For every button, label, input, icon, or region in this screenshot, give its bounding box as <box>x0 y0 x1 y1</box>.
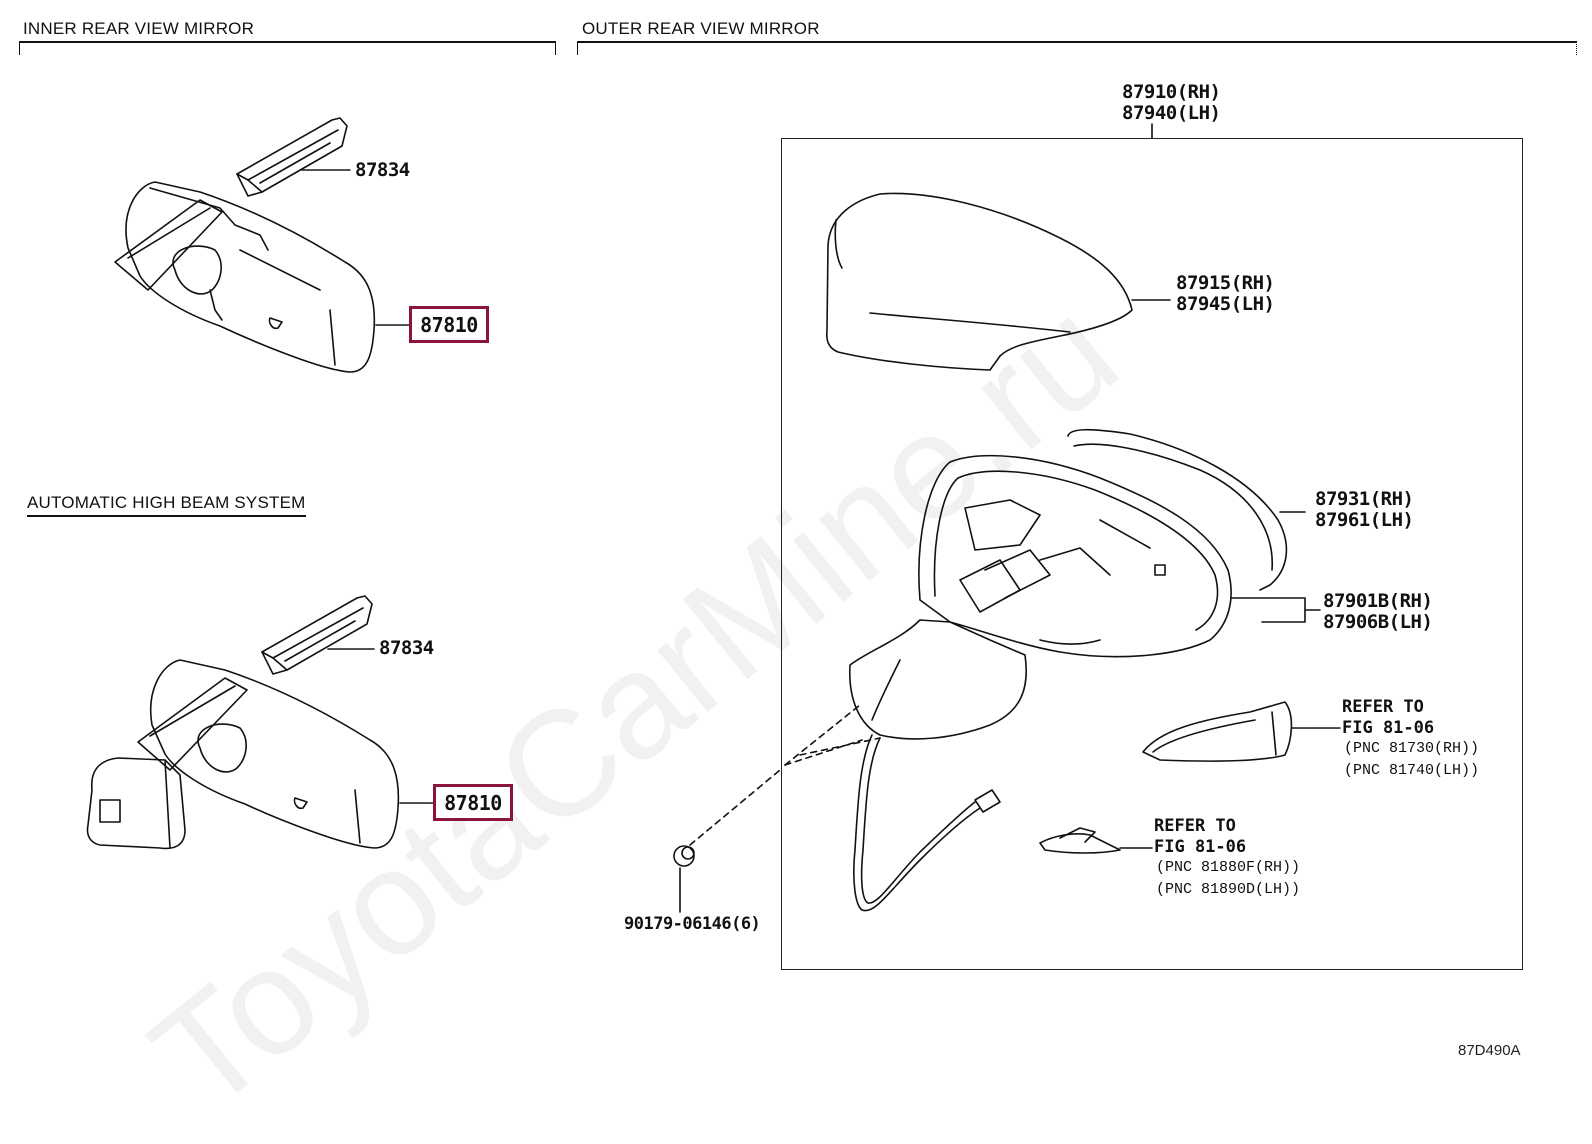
mirror-harness-drawing <box>853 734 1001 912</box>
side-lamp-fig-link[interactable]: FIG 81-06 <box>1154 837 1247 857</box>
inner-mirror-cover-drawing <box>236 117 348 197</box>
turn-signal-refer-to: REFER TO <box>1342 697 1424 717</box>
clip-drawing <box>673 845 695 867</box>
section-bracket-inner <box>19 41 556 55</box>
mirror-housing-drawing <box>918 428 1288 658</box>
part-number-87901b-rh[interactable]: 87901B(RH) <box>1323 590 1433 612</box>
ahb-mirror-drawing <box>86 659 400 850</box>
side-lamp-pnc-lh: (PNC 81890D(LH)) <box>1156 881 1301 898</box>
side-lamp-refer-to: REFER TO <box>1154 816 1236 836</box>
turn-signal-pnc-rh: (PNC 81730(RH)) <box>1344 740 1480 757</box>
section-bracket-outer <box>577 41 1577 55</box>
section-title-auto-high-beam: AUTOMATIC HIGH BEAM SYSTEM <box>27 493 306 517</box>
part-number-87910-rh[interactable]: 87910(RH) <box>1122 81 1221 103</box>
section-title-inner-mirror: INNER REAR VIEW MIRROR <box>23 19 255 38</box>
highlighted-part-87810-ahb[interactable]: 87810 <box>433 784 513 821</box>
turn-signal-fig-link[interactable]: FIG 81-06 <box>1342 718 1435 738</box>
part-number-87810-inner: 87810 <box>420 312 478 337</box>
side-lamp-drawing <box>1039 827 1121 854</box>
part-number-87834-inner[interactable]: 87834 <box>355 159 410 181</box>
installation-dashed-lines <box>689 704 881 846</box>
mirror-cap-drawing <box>825 192 1133 371</box>
leader-87901B <box>1231 597 1321 623</box>
side-lamp-pnc-rh: (PNC 81880F(RH)) <box>1156 859 1301 876</box>
section-title-outer-mirror: OUTER REAR VIEW MIRROR <box>582 19 820 38</box>
part-number-87931-rh[interactable]: 87931(RH) <box>1315 488 1414 510</box>
diagram-code: 87D490A <box>1458 1042 1521 1059</box>
parts-illustration <box>86 117 1341 913</box>
inner-mirror-drawing <box>114 181 376 373</box>
part-number-87834-ahb[interactable]: 87834 <box>379 637 434 659</box>
part-number-87945-lh[interactable]: 87945(LH) <box>1176 293 1275 315</box>
mirror-base-drawing <box>849 619 1027 740</box>
part-number-87915-rh[interactable]: 87915(RH) <box>1176 272 1275 294</box>
turn-signal-pnc-lh: (PNC 81740(LH)) <box>1344 762 1480 779</box>
part-number-87940-lh[interactable]: 87940(LH) <box>1122 102 1221 124</box>
highlighted-part-87810-inner[interactable]: 87810 <box>409 306 489 343</box>
ahb-mirror-cover-drawing <box>261 595 373 675</box>
turn-signal-drawing <box>1142 701 1293 762</box>
part-number-87906b-lh[interactable]: 87906B(LH) <box>1323 611 1433 633</box>
part-number-87961-lh[interactable]: 87961(LH) <box>1315 509 1414 531</box>
part-number-90179-06146[interactable]: 90179-06146(6) <box>624 914 761 934</box>
part-number-87810-ahb: 87810 <box>444 790 502 815</box>
